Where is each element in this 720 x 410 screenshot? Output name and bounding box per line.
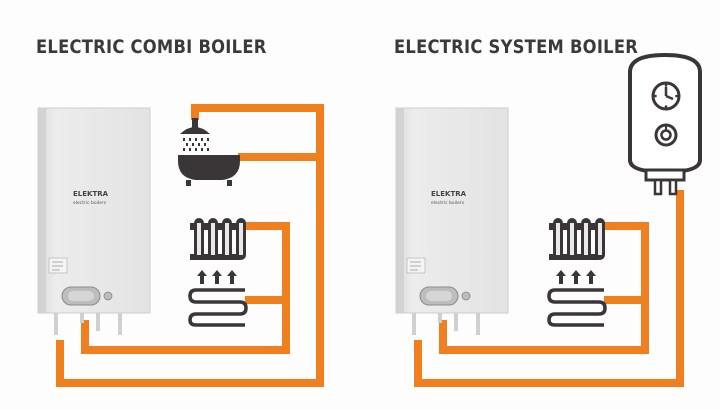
combi-boiler-title: ELECTRIC COMBI BOILER: [36, 36, 267, 58]
boiler-body: [395, 107, 509, 314]
radiator-icon: [190, 218, 246, 260]
heat-arrows-icon: [556, 270, 596, 284]
info-sticker: [48, 257, 68, 274]
system-pipes: [414, 190, 684, 387]
temperature-gauge-icon: [651, 81, 681, 111]
heat-arrows-icon: [197, 270, 237, 284]
info-sticker: [406, 257, 426, 274]
shower-bath-icon: [178, 118, 240, 186]
underfloor-heating-icon: [547, 288, 607, 327]
pipe-hot-water-feed: [56, 104, 324, 387]
underfloor-heating-icon: [188, 288, 248, 327]
brand-sublabel: electric boilers: [431, 200, 465, 206]
water-drops-icon: [183, 138, 209, 151]
system-boiler-title: ELECTRIC SYSTEM BOILER: [394, 36, 639, 58]
bathtub-shape: [178, 155, 240, 180]
brand-sublabel: electric boilers: [73, 200, 107, 206]
pipe-heating-flow: [81, 222, 290, 354]
brand-label: ELEKTRA: [73, 190, 109, 198]
control-knob: [103, 291, 113, 301]
radiator-icon: [549, 218, 605, 260]
boiler-body: [37, 107, 151, 314]
pipe-cylinder-feed: [414, 190, 684, 387]
control-knob: [461, 291, 471, 301]
combi-pipes: [56, 104, 324, 387]
combi-boiler-unit: ELEKTRA electric boilers: [37, 107, 151, 335]
brand-label: ELEKTRA: [431, 190, 467, 198]
hot-water-cylinder-icon: [628, 52, 702, 196]
pipe-heating-flow-2: [439, 222, 649, 354]
system-boiler-unit: ELEKTRA electric boilers: [395, 107, 509, 335]
thermostat-dial-icon: [654, 123, 678, 147]
